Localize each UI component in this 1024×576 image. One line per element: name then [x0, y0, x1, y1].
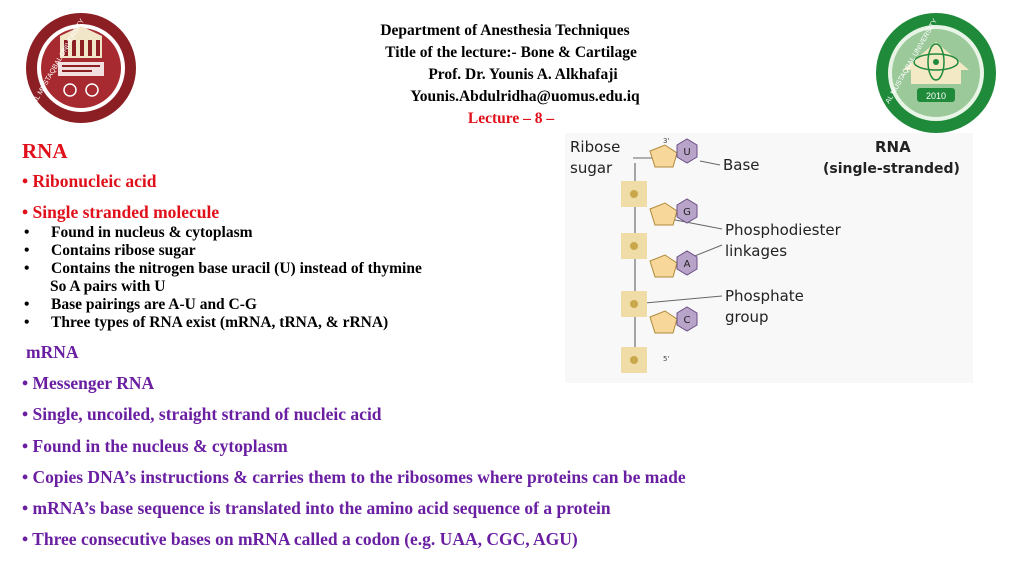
- ribose-label: Ribose: [570, 138, 620, 156]
- base-g: G: [676, 198, 698, 224]
- phosphate-group: [621, 233, 647, 259]
- phosphate-group: [621, 181, 647, 207]
- list-item: Found in nucleus & cytoplasm: [22, 224, 872, 242]
- mrna-bullet: • Found in the nucleus & cytoplasm: [22, 435, 288, 456]
- list-item: Contains the nitrogen base uracil (U) in…: [22, 260, 872, 278]
- list-item: Contains ribose sugar: [22, 242, 872, 260]
- list-item: Base pairings are A-U and C-G: [22, 296, 872, 314]
- slide-header: Department of Anesthesia Techniques Titl…: [330, 20, 680, 130]
- group-label: group: [725, 308, 769, 326]
- ribose-sugar: [649, 144, 678, 168]
- svg-text:A: A: [684, 259, 691, 270]
- ribose-sugar: [649, 254, 678, 278]
- mrna-bullet: • mRNA’s base sequence is translated int…: [22, 498, 611, 519]
- email-line: Younis.Abdulridha@uomus.edu.iq: [410, 88, 640, 105]
- rna-label: RNA: [875, 138, 911, 156]
- base-a: A: [676, 250, 698, 276]
- linkages-label: linkages: [725, 242, 787, 260]
- rna-detail-list: Found in nucleus & cytoplasm Contains ri…: [22, 224, 872, 332]
- list-item: Three types of RNA exist (mRNA, tRNA, & …: [22, 314, 872, 332]
- mrna-bullet: • Single, uncoiled, straight strand of n…: [22, 404, 382, 425]
- rna-heading: RNA: [22, 139, 68, 163]
- ribose-sugar: [649, 310, 678, 334]
- rna-structure-diagram: Ribose sugar Base RNA (single-stranded) …: [565, 133, 973, 383]
- mrna-bullet: • Messenger RNA: [22, 373, 155, 393]
- department-line: Department of Anesthesia Techniques: [380, 22, 630, 39]
- base-c: C: [676, 306, 698, 332]
- five-prime-end: 5': [663, 355, 669, 363]
- phosphate-group: [621, 291, 647, 317]
- rna-bullet: • Single stranded molecule: [22, 202, 220, 222]
- university-logo-right: 2010 AL MUSTAQBAL UNIVERSITY: [876, 13, 996, 133]
- svg-text:U: U: [683, 147, 690, 158]
- slide-content: RNA • Ribonucleic acid • Single stranded…: [22, 138, 872, 560]
- base-u: U: [676, 138, 698, 164]
- lecture-title-line: Title of the lecture:- Bone & Cartilage: [385, 44, 637, 61]
- svg-text:G: G: [683, 207, 691, 218]
- sugar-label: sugar: [570, 159, 613, 177]
- logo-year: 2010: [926, 91, 946, 101]
- mrna-bullet: • Three consecutive bases on mRNA called…: [22, 529, 578, 550]
- phosphate-label: Phosphate: [725, 287, 804, 305]
- single-stranded-label: (single-stranded): [823, 161, 960, 177]
- rna-bullet: • Ribonucleic acid: [22, 171, 157, 191]
- ribose-sugar: [649, 202, 678, 226]
- phosphate-group: [621, 347, 647, 373]
- mrna-heading: mRNA: [26, 342, 79, 362]
- three-prime-end: 3': [663, 137, 669, 145]
- professor-line: Prof. Dr. Younis A. Alkhafaji: [428, 66, 618, 83]
- list-item-continuation: So A pairs with U: [50, 278, 166, 295]
- base-label: Base: [723, 156, 760, 174]
- university-logo-left: AL MUSTAQBAL UNIVERSITY: [26, 13, 136, 123]
- lecture-number: Lecture – 8 –: [467, 110, 555, 127]
- mrna-bullet: • Copies DNA’s instructions & carries th…: [22, 466, 686, 487]
- svg-text:C: C: [684, 315, 691, 326]
- phosphodiester-label: Phosphodiester: [725, 221, 842, 239]
